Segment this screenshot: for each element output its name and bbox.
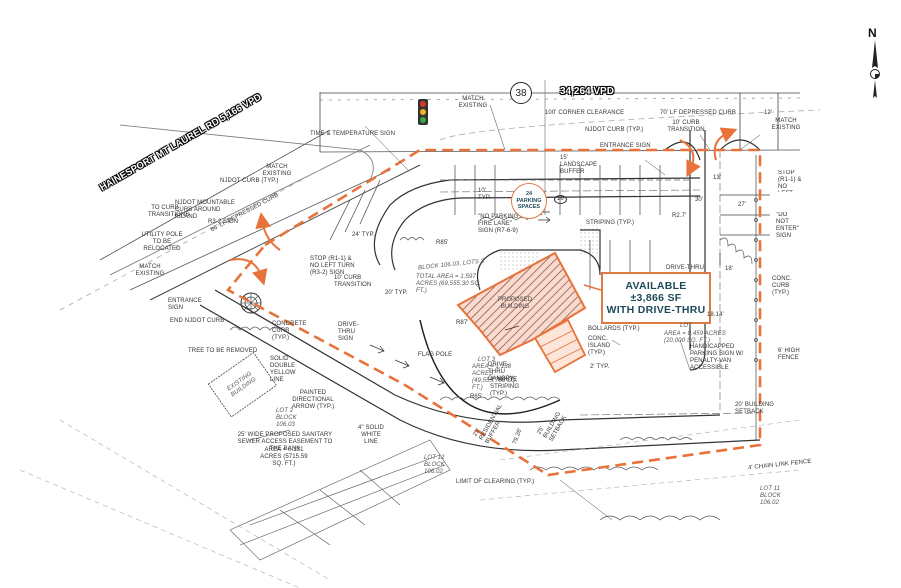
tree-to-be-removed <box>240 292 262 314</box>
label-r87: R87' <box>456 320 469 326</box>
proposed-building-label: PROPOSED BUILDING <box>498 297 533 310</box>
label-lot: LOT <box>680 323 692 329</box>
label-lot2-block: LOT 2 BLOCK 106.03 <box>276 408 297 428</box>
label-r27: R2.7' <box>672 213 687 219</box>
label-lot11-block: LOT 11 BLOCK 106.02 <box>760 486 781 506</box>
fence-line <box>754 155 758 440</box>
label-tree-removed: TREE TO BE REMOVED <box>188 348 258 354</box>
label-lot-3-area: AREA = 1.138 ACRES (49,555.750 SQ. FT.) <box>472 364 518 391</box>
north-arrow: N <box>866 26 884 98</box>
label-27: 27' <box>738 202 747 208</box>
label-depressed-curb: 70' LF DEPRESSED CURB <box>660 110 736 116</box>
label-sewer-easement: 25' WIDE PROPOSED SANITARY SEWER ACCESS … <box>237 432 333 452</box>
label-sewer-area: AREA = 0.131 ACRES (5715.59 SQ. FT.) <box>260 447 308 467</box>
label-dim-12: 12' <box>764 110 773 116</box>
label-dim-24: 24' TYP. <box>352 232 375 238</box>
label-solid-white-line: 4" SOLID WHITE LINE <box>358 425 384 445</box>
parking-stalls <box>329 165 770 290</box>
label-drive-thru-sign: DRIVE-THRU SIGN <box>338 322 359 342</box>
label-stop-sign-right: STOP (R1-1) & NO LEFT TURN SIGN (R3-2) <box>778 170 802 192</box>
label-flag-pole: FLAG POLE <box>418 352 453 358</box>
label-r65: R65' <box>470 394 483 400</box>
label-high-fence: 6' HIGH FENCE <box>778 348 800 361</box>
north-arrow-icon <box>870 40 880 98</box>
turning-movement-arrows <box>229 127 738 286</box>
label-time-temp-sign: TIME & TEMPERATURE SIGN <box>310 131 396 137</box>
label-entrance-sign-left: ENTRANCE SIGN <box>168 298 202 311</box>
label-njdot-mountable: NJDOT MOUNTABLE CURB AROUND ISLAND <box>175 200 235 220</box>
callout-line-1: AVAILABLE <box>625 280 687 292</box>
landscaping <box>229 217 753 521</box>
label-handicapped-sign: HANDICAPPED PARKING SIGN W/ PENALTY-VAN … <box>690 344 744 371</box>
label-30: 30' <box>695 197 704 203</box>
route-38-marker: 38 <box>510 82 532 104</box>
label-13: 13' <box>713 175 722 181</box>
label-match-existing-left: MATCH EXISTING <box>262 164 292 177</box>
label-2-typ: 2' TYP. <box>590 364 610 370</box>
label-painted-arrow: PAINTED DIRECTIONAL ARROW (TYP.) <box>291 390 335 410</box>
route-38-traffic-label: 34,264 VPD <box>560 86 614 97</box>
north-label: N <box>868 26 877 40</box>
setback-lines <box>439 150 761 416</box>
label-lot-3: LOT 3 <box>478 357 496 363</box>
label-striping: STRIPING (TYP.) <box>586 220 635 226</box>
drive-aisles <box>199 130 761 452</box>
label-building-setback-20: 20' BUILDING SETBACK <box>735 402 775 415</box>
property-boundary <box>225 148 762 477</box>
label-r85: R85' <box>436 240 449 246</box>
label-njdot-curb-left: NJDOT CURB (TYP.) <box>220 178 279 184</box>
callout-line-3: WITH DRIVE-THRU <box>606 304 706 316</box>
parking-spaces-badge: 24 PARKING SPACES <box>511 183 547 219</box>
label-concrete-curb: CONCRETE CURB (TYP.) <box>272 321 307 341</box>
label-r3-2-sign: R3-2 SIGN <box>208 219 239 225</box>
label-stop-sign-left: STOP (R1-1) & NO LEFT TURN (R3-2) SIGN <box>310 256 355 276</box>
drive-thru-canopy <box>533 318 587 374</box>
proposed-building <box>456 251 587 357</box>
label-njdot-curb: NJDOT CURB (TYP.) <box>585 127 644 133</box>
label-match-existing-top: MATCH EXISTING <box>458 96 488 109</box>
label-drive-thru-right: DRIVE-THRU <box>666 265 704 271</box>
callout-line-2: ±3,866 SF <box>630 292 682 304</box>
label-utility-pole: UTILITY POLE TO BE RELOCATED <box>141 232 183 252</box>
existing-building <box>207 351 277 418</box>
label-conc-curb: CONC. CURB (TYP.) <box>772 276 792 296</box>
label-16: 16 <box>554 195 567 204</box>
label-dim-20: 20' TYP. <box>385 290 408 296</box>
label-landscape-buffer: 15' LANDSCAPE BUFFER <box>560 155 598 175</box>
label-10-typ: 10' TYP. <box>478 188 491 201</box>
label-curb-transition: 10' CURB TRANSITION <box>667 120 705 133</box>
label-lot12-block: LOT 12 BLOCK 106.02 <box>424 455 445 475</box>
label-no-parking-fire-lane: "NO PARKING FIRE LANE" SIGN (R7-6-9) <box>478 214 519 234</box>
label-to-curb-transitions: TO CURB TRANSITIONS <box>148 205 190 218</box>
label-match-existing-lower: MATCH EXISTING <box>135 264 165 277</box>
label-18-14: 18.14' <box>707 312 724 318</box>
label-drive-thru-canopy: DRIVE-THRU CANOPY <box>488 362 514 382</box>
label-do-not-enter: "DO NOT ENTER" SIGN <box>776 212 800 239</box>
sewer-easement <box>229 439 451 561</box>
dotted-planting-area <box>500 250 540 270</box>
label-limit-of-clearing: LIMIT OF CLEARING (TYP.) <box>456 479 535 485</box>
label-white-striping: 4" WHITE STRIPING (TYP.) <box>490 377 520 397</box>
label-bollards: BOLLARDS (TYP.) <box>588 326 640 332</box>
label-match-existing-right: MATCH EXISTING <box>771 118 801 131</box>
label-solid-double-yellow: SOLID DOUBLE YELLOW LINE <box>270 356 296 383</box>
label-curb-transition-left: 10' CURB TRANSITION <box>334 275 372 288</box>
label-lot-area: AREA = 0.459 ACRES (20,000 SQ. FT.) <box>664 331 726 344</box>
label-corner-clearance: 100' CORNER CLEARANCE <box>545 110 625 116</box>
label-entrance-sign: ENTRANCE SIGN <box>600 143 651 149</box>
traffic-light-icon <box>418 99 428 125</box>
availability-callout: AVAILABLE ±3,866 SF WITH DRIVE-THRU <box>601 272 711 324</box>
label-18: 18' <box>725 266 734 272</box>
label-conc-island: CONC. ISLAND (TYP.) <box>588 336 611 356</box>
label-block-area: TOTAL AREA = 1.597 ACRES (69,555.30 SQ. … <box>416 274 482 294</box>
label-end-njdot-curb: END NJDOT CURB <box>170 318 225 324</box>
